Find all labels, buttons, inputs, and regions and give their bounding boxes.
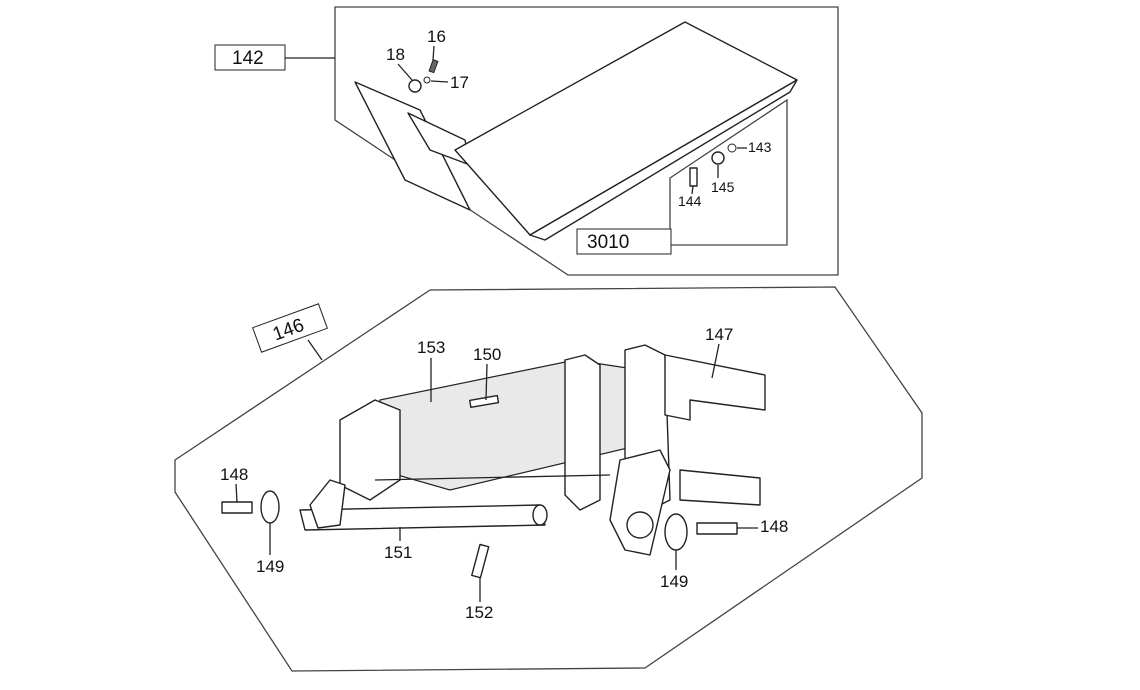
callout-18: 18 [386, 45, 405, 64]
group-146-outline [174, 286, 923, 672]
pivot-hole [626, 511, 654, 539]
leader-144 [691, 185, 694, 195]
washer-145 [711, 151, 725, 165]
shaft-151-end [532, 504, 548, 526]
shaft-link-left [309, 479, 346, 529]
group-146-label-box [252, 303, 328, 353]
leader-17 [430, 80, 449, 83]
group-142: 142 16 18 17 3010 143 145 144 [214, 6, 839, 276]
mount-bracket-147 [664, 354, 766, 421]
callout-143: 143 [748, 139, 772, 155]
leader-148-left [235, 483, 238, 503]
bolt-144 [689, 167, 698, 187]
leader-16 [432, 45, 435, 61]
callout-147: 147 [705, 325, 733, 344]
ramp-plate [354, 21, 798, 241]
group-146-label-tag: 146 [252, 303, 328, 353]
washer-149-right [664, 513, 688, 551]
group-146-leader [307, 339, 323, 361]
nut-143 [727, 143, 737, 153]
callout-152: 152 [465, 603, 493, 622]
callout-16: 16 [427, 27, 446, 46]
callout-150: 150 [473, 345, 501, 364]
nut-17 [423, 76, 431, 84]
frame-assembly [339, 344, 766, 556]
group-3010-outline [669, 98, 788, 246]
frame-mid-plate [564, 354, 601, 511]
bolt-148-right [696, 522, 738, 535]
callout-144: 144 [678, 193, 702, 209]
callout-145: 145 [711, 179, 735, 195]
group-142-outline [334, 6, 839, 276]
bolt-150 [468, 394, 500, 409]
bolt-148-left [221, 501, 253, 514]
washer-149-left [260, 490, 280, 524]
callout-149-left: 149 [256, 557, 284, 576]
leader-150 [485, 363, 488, 401]
frame-beam-top [379, 359, 641, 491]
group-142-label: 142 [232, 48, 264, 69]
washer-18 [408, 79, 422, 93]
callout-17: 17 [450, 73, 469, 92]
callout-151: 151 [384, 543, 412, 562]
shaft-151 [299, 504, 546, 531]
pivot-arm [609, 449, 671, 556]
group-146: 146 153 150 147 1 [174, 286, 923, 672]
ramp-body [454, 21, 798, 236]
frame-left-plate [339, 399, 401, 501]
lower-bracket [679, 469, 761, 506]
ramp-front-edge [529, 79, 798, 241]
callout-153: 153 [417, 338, 445, 357]
cross-rod-upper [374, 474, 611, 481]
callout-148-left: 148 [220, 465, 248, 484]
group-3010-label-box [576, 228, 672, 255]
bolt-152 [471, 543, 490, 579]
callout-149-right: 149 [660, 572, 688, 591]
group-3010-label: 3010 [587, 232, 629, 253]
leader-18 [397, 63, 413, 81]
ramp-side-flap [354, 81, 471, 211]
bolt-16-shaft [428, 59, 439, 74]
leader-147 [711, 343, 720, 379]
callout-148-right: 148 [760, 517, 788, 536]
bolt-16 [428, 59, 439, 74]
